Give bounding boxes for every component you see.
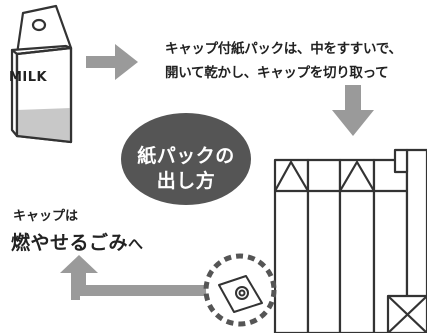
arrow-head-up-icon xyxy=(60,255,98,273)
cap-note-line-1: キャップは xyxy=(13,209,79,224)
badge-title-line-2: 出し方 xyxy=(156,170,216,192)
badge-title-line-1: 紙パックの xyxy=(137,145,235,167)
cap-note-line-2: 燃やせるごみへ xyxy=(11,228,144,255)
arrow-down-icon xyxy=(332,85,374,136)
cap-note-emphasis: 燃やせるごみ xyxy=(11,232,129,254)
cap-icon xyxy=(218,275,263,313)
opened-carton-icon xyxy=(273,148,427,333)
instruction-line-2: 開いて乾かし、キャップを切り取って xyxy=(165,65,389,81)
instruction-line-1: キャップ付紙パックは、中をすすいで、 xyxy=(165,41,402,57)
badge-circle xyxy=(121,113,251,205)
arrow-left-up-icon xyxy=(71,273,230,300)
milk-carton-icon xyxy=(10,4,73,144)
cap-note-suffix: へ xyxy=(128,235,144,253)
milk-carton-label: MILK xyxy=(9,70,48,85)
arrow-right-icon xyxy=(86,44,138,80)
